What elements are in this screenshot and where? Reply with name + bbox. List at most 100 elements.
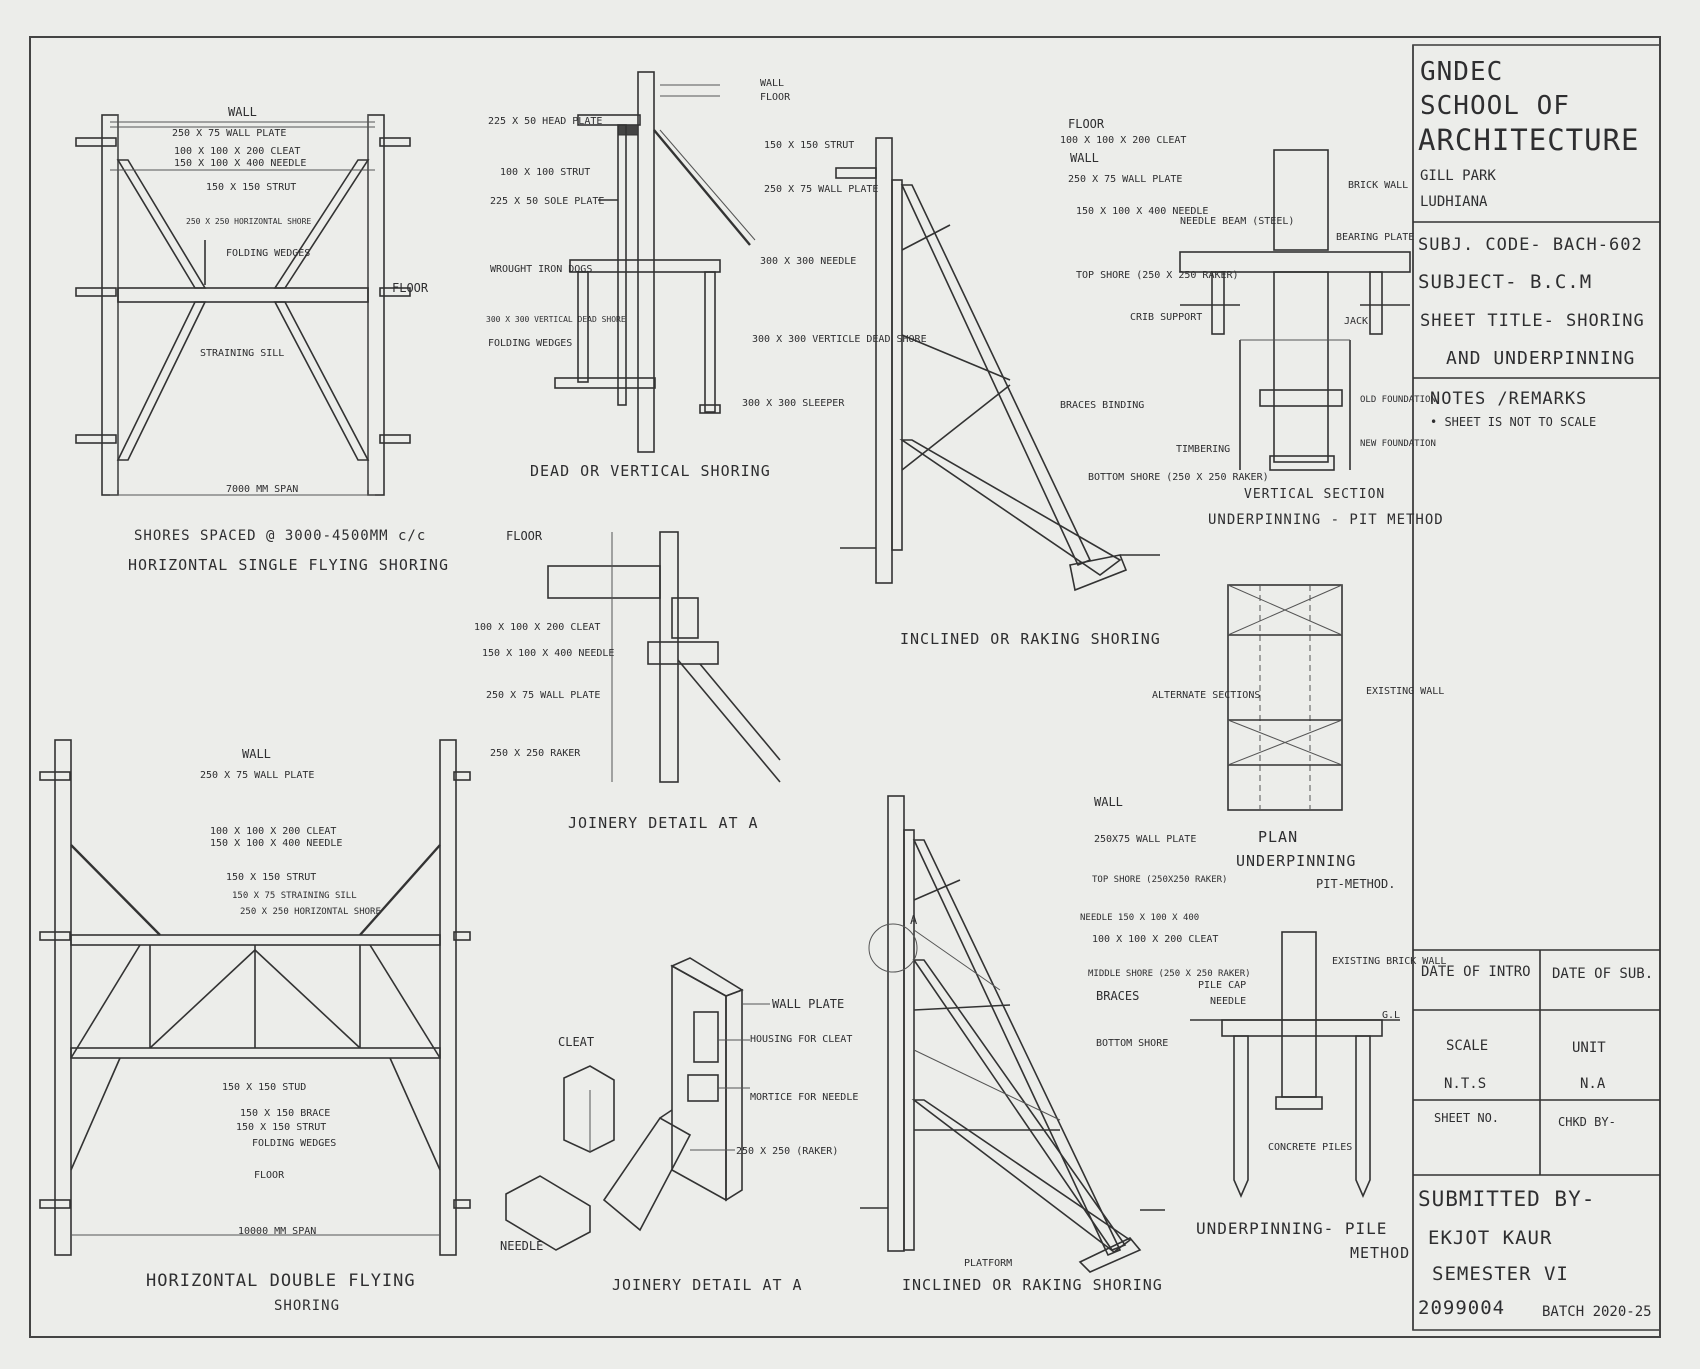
plan-caption-2: UNDERPINNING xyxy=(1236,852,1356,870)
svg-text:BRICK WALL: BRICK WALL xyxy=(1348,180,1408,191)
semester: SEMESTER VI xyxy=(1432,1263,1569,1285)
subject-code: SUBJ. CODE- BACH-602 xyxy=(1418,235,1643,255)
title-block-frame xyxy=(1412,44,1661,1331)
svg-text:PILE CAP: PILE CAP xyxy=(1198,980,1246,991)
svg-text:FLOOR: FLOOR xyxy=(760,92,791,103)
svg-text:100 X 100 X 200 CLEAT: 100 X 100 X 200 CLEAT xyxy=(210,826,336,837)
single-flying-shoring: WALL 250 X 75 WALL PLATE 100 X 100 X 200… xyxy=(75,105,449,574)
svg-text:7000 MM SPAN: 7000 MM SPAN xyxy=(226,484,298,495)
svg-text:150 X 150 STRUT: 150 X 150 STRUT xyxy=(206,182,296,193)
needle-right-mid xyxy=(379,287,411,297)
svg-text:BRACES: BRACES xyxy=(1096,989,1139,1003)
brace-top-left xyxy=(116,159,207,289)
floor-slab xyxy=(547,565,661,599)
cleat xyxy=(671,597,699,639)
svg-text:150 X 100 X 400 NEEDLE: 150 X 100 X 400 NEEDLE xyxy=(210,838,342,849)
needle-left-low xyxy=(75,434,117,444)
needle xyxy=(569,259,721,273)
svg-text:250 X 250 HORIZONTAL SHORE: 250 X 250 HORIZONTAL SHORE xyxy=(186,217,311,226)
wall-plate xyxy=(891,179,903,551)
svg-text:100 X 100 X 200 CLEAT: 100 X 100 X 200 CLEAT xyxy=(474,622,600,633)
svg-text:300 X 300 VERTICLE DEAD SHORE: 300 X 300 VERTICLE DEAD SHORE xyxy=(752,334,927,345)
svg-text:FOLDING WEDGES: FOLDING WEDGES xyxy=(226,248,310,259)
sleeper xyxy=(699,404,721,414)
student-name: EKJOT KAUR xyxy=(1428,1227,1552,1249)
joinery-isometric: WALL PLATE CLEAT HOUSING FOR CLEAT MORTI… xyxy=(500,957,858,1294)
pit-caption-1: VERTICAL SECTION xyxy=(1244,487,1385,502)
svg-text:100 X 100 X 200 CLEAT: 100 X 100 X 200 CLEAT xyxy=(1060,135,1186,146)
address-line-1: GILL PARK xyxy=(1420,168,1496,184)
horizontal-shore xyxy=(117,287,369,303)
sheet-title-1: SHEET TITLE- SHORING xyxy=(1420,311,1645,331)
pile-left xyxy=(1233,1035,1249,1198)
cleat-block xyxy=(563,1065,615,1153)
svg-text:FLOOR: FLOOR xyxy=(1068,117,1105,131)
plan-caption-3: PIT-METHOD. xyxy=(1316,877,1395,891)
needle-right-top xyxy=(379,137,411,147)
svg-text:WALL: WALL xyxy=(760,78,784,89)
date-sub-label: DATE OF SUB. xyxy=(1552,966,1653,982)
pile-caption-1: UNDERPINNING- PILE xyxy=(1196,1219,1387,1238)
right-wall xyxy=(439,739,457,1256)
svg-text:NEEDLE: NEEDLE xyxy=(1210,996,1246,1007)
raking-top-caption: INCLINED OR RAKING SHORING xyxy=(900,630,1161,648)
svg-text:ALTERNATE SECTIONS: ALTERNATE SECTIONS xyxy=(1152,690,1260,701)
svg-text:WALL: WALL xyxy=(228,105,257,119)
svg-text:300 X 300 NEEDLE: 300 X 300 NEEDLE xyxy=(760,256,856,267)
svg-text:PLATFORM: PLATFORM xyxy=(964,1258,1012,1269)
unit-label: UNIT xyxy=(1572,1040,1606,1056)
wall xyxy=(659,531,679,783)
svg-text:100 X 100 STRUT: 100 X 100 STRUT xyxy=(500,167,590,178)
head-plate xyxy=(617,124,639,136)
single-flying-caption-2: HORIZONTAL SINGLE FLYING SHORING xyxy=(128,556,449,574)
svg-text:TIMBERING: TIMBERING xyxy=(1176,444,1230,455)
dead-shoring-caption: DEAD OR VERTICAL SHORING xyxy=(530,462,771,480)
dead-shore-left xyxy=(577,271,589,383)
submitted-by: SUBMITTED BY- xyxy=(1418,1187,1595,1211)
svg-text:150 X 100 X 400 NEEDLE: 150 X 100 X 400 NEEDLE xyxy=(482,648,614,659)
brick-wall-lower xyxy=(1273,271,1329,463)
joinery-section: FLOOR 100 X 100 X 200 CLEAT 150 X 100 X … xyxy=(474,529,781,832)
svg-text:150 X 75 STRAINING SILL: 150 X 75 STRAINING SILL xyxy=(232,891,357,901)
svg-text:250 X 75 WALL PLATE: 250 X 75 WALL PLATE xyxy=(200,770,314,781)
svg-text:100 X 100 X 200 CLEAT: 100 X 100 X 200 CLEAT xyxy=(174,146,300,157)
svg-text:BOTTOM SHORE: BOTTOM SHORE xyxy=(1096,1038,1168,1049)
plan-caption-1: PLAN xyxy=(1258,828,1298,846)
bottom-shore xyxy=(899,439,1122,576)
svg-text:250 X 75 WALL PLATE: 250 X 75 WALL PLATE xyxy=(1068,174,1182,185)
needle-left-mid xyxy=(75,287,117,297)
pit-method-section: BRICK WALL NEEDLE BEAM (STEEL) BEARING P… xyxy=(1130,149,1443,528)
svg-text:TOP SHORE (250 X 250 RAKER): TOP SHORE (250 X 250 RAKER) xyxy=(1076,270,1239,281)
checked-by-label: CHKD BY- xyxy=(1558,1115,1616,1129)
svg-text:CONCRETE PILES: CONCRETE PILES xyxy=(1268,1142,1352,1153)
svg-text:JACK: JACK xyxy=(1344,316,1368,327)
brace-bot-right xyxy=(273,301,370,461)
platform xyxy=(1078,1237,1142,1273)
svg-text:300 X 300 VERTICAL DEAD SHORE: 300 X 300 VERTICAL DEAD SHORE xyxy=(486,315,626,324)
svg-text:225 X 50 HEAD PLATE: 225 X 50 HEAD PLATE xyxy=(488,116,602,127)
svg-text:CLEAT: CLEAT xyxy=(558,1035,594,1049)
brace-bot-left xyxy=(116,301,207,461)
svg-text:150 X 150 STRUT: 150 X 150 STRUT xyxy=(236,1122,326,1133)
date-intro-label: DATE OF INTRO xyxy=(1421,964,1531,980)
svg-text:FOLDING WEDGES: FOLDING WEDGES xyxy=(252,1138,336,1149)
top-shore xyxy=(912,839,1122,1257)
svg-text:150 X 150 BRACE: 150 X 150 BRACE xyxy=(240,1108,330,1119)
svg-text:NEW FOUNDATION: NEW FOUNDATION xyxy=(1360,439,1436,449)
svg-text:WALL: WALL xyxy=(1094,795,1123,809)
svg-text:250 X 75 WALL PLATE: 250 X 75 WALL PLATE xyxy=(764,184,878,195)
sheet-title-2: AND UNDERPINNING xyxy=(1446,348,1635,369)
pile-method: EXISTING BRICK WALL PILE CAP NEEDLE G.L … xyxy=(1190,931,1446,1262)
wall-plate-edge xyxy=(725,988,743,1202)
svg-text:G.L: G.L xyxy=(1382,1010,1400,1021)
svg-text:NEEDLE: NEEDLE xyxy=(500,1239,543,1253)
svg-text:250 X 75 WALL PLATE: 250 X 75 WALL PLATE xyxy=(486,690,600,701)
floor-slab xyxy=(835,167,877,179)
wall xyxy=(637,71,655,453)
svg-text:TOP SHORE (250X250 RAKER): TOP SHORE (250X250 RAKER) xyxy=(1092,875,1227,885)
svg-text:WALL: WALL xyxy=(1070,151,1099,165)
double-flying-shoring: WALL 250 X 75 WALL PLATE 100 X 100 X 200… xyxy=(39,739,471,1314)
raker xyxy=(602,1116,692,1232)
